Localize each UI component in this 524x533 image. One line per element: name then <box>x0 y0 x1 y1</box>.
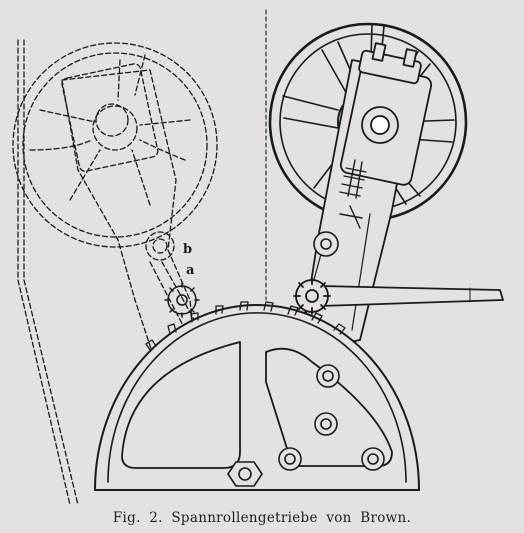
label-a: a <box>186 263 195 278</box>
ghost-belt-left <box>17 39 71 506</box>
bolt-lower <box>314 412 338 436</box>
ghost-roller-b-outer <box>145 231 175 261</box>
handle-pinion <box>293 277 331 315</box>
ghost-pulley-rim-inner <box>22 52 208 238</box>
adjusting-screw <box>339 159 367 229</box>
toothed-segment <box>94 301 420 491</box>
ghost-pulley-rim <box>12 42 218 248</box>
ghost-bracket <box>61 63 159 172</box>
arm-roller <box>313 231 339 257</box>
ghost-pulley-hub <box>92 105 138 151</box>
handle-lever <box>293 277 504 315</box>
handle-rod <box>319 285 504 307</box>
segment-teeth <box>145 301 346 351</box>
figure-caption: Fig. 2. Spannrollengetriebe von Brown. <box>112 510 412 526</box>
bolts <box>227 364 385 487</box>
label-b: b <box>183 242 192 257</box>
ghost-bearing <box>95 103 129 137</box>
segment-window-left <box>121 341 241 469</box>
bolt-right <box>361 447 385 471</box>
ghost-roller-b-inner <box>152 238 168 254</box>
bolt-mid <box>278 447 302 471</box>
bolt-center <box>227 461 263 487</box>
ghost-belt-left-inner <box>23 39 79 506</box>
pinion-a <box>164 282 200 318</box>
ghost-spokes <box>29 54 191 206</box>
bolt-upper <box>316 364 340 388</box>
bearing-bracket <box>339 42 433 186</box>
